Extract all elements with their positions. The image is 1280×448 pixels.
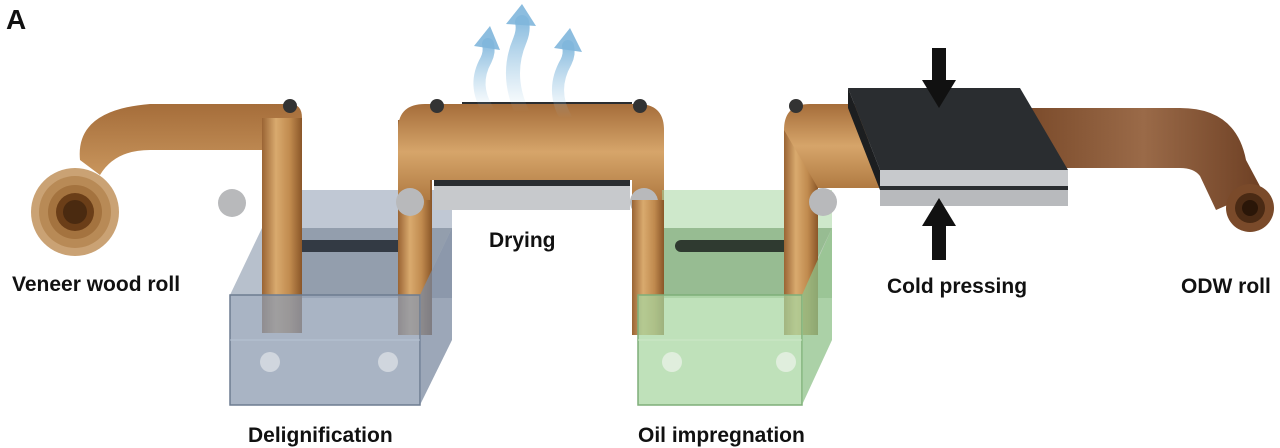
guide-roller (218, 189, 246, 217)
oil-impregnation-label: Oil impregnation (638, 424, 805, 447)
cold-press (848, 88, 1068, 206)
veneer-wood-roll-label: Veneer wood roll (12, 273, 181, 296)
delignification-tank-front (229, 228, 452, 406)
oil-impregnation-tank-front (637, 228, 832, 406)
drying-label: Drying (489, 229, 556, 252)
delignification-label: Delignification (248, 424, 393, 447)
odw-roll-label: ODW roll (1181, 275, 1271, 298)
vapor-arrows-icon (473, 4, 582, 124)
odw-roll (1025, 108, 1274, 232)
guide-roller (283, 99, 297, 113)
cold-pressing-label: Cold pressing (887, 275, 1028, 298)
press-arrow-down-icon (922, 48, 956, 108)
panel-letter: A (6, 4, 27, 35)
press-arrow-up-icon (922, 198, 956, 260)
drying-section (396, 99, 664, 216)
